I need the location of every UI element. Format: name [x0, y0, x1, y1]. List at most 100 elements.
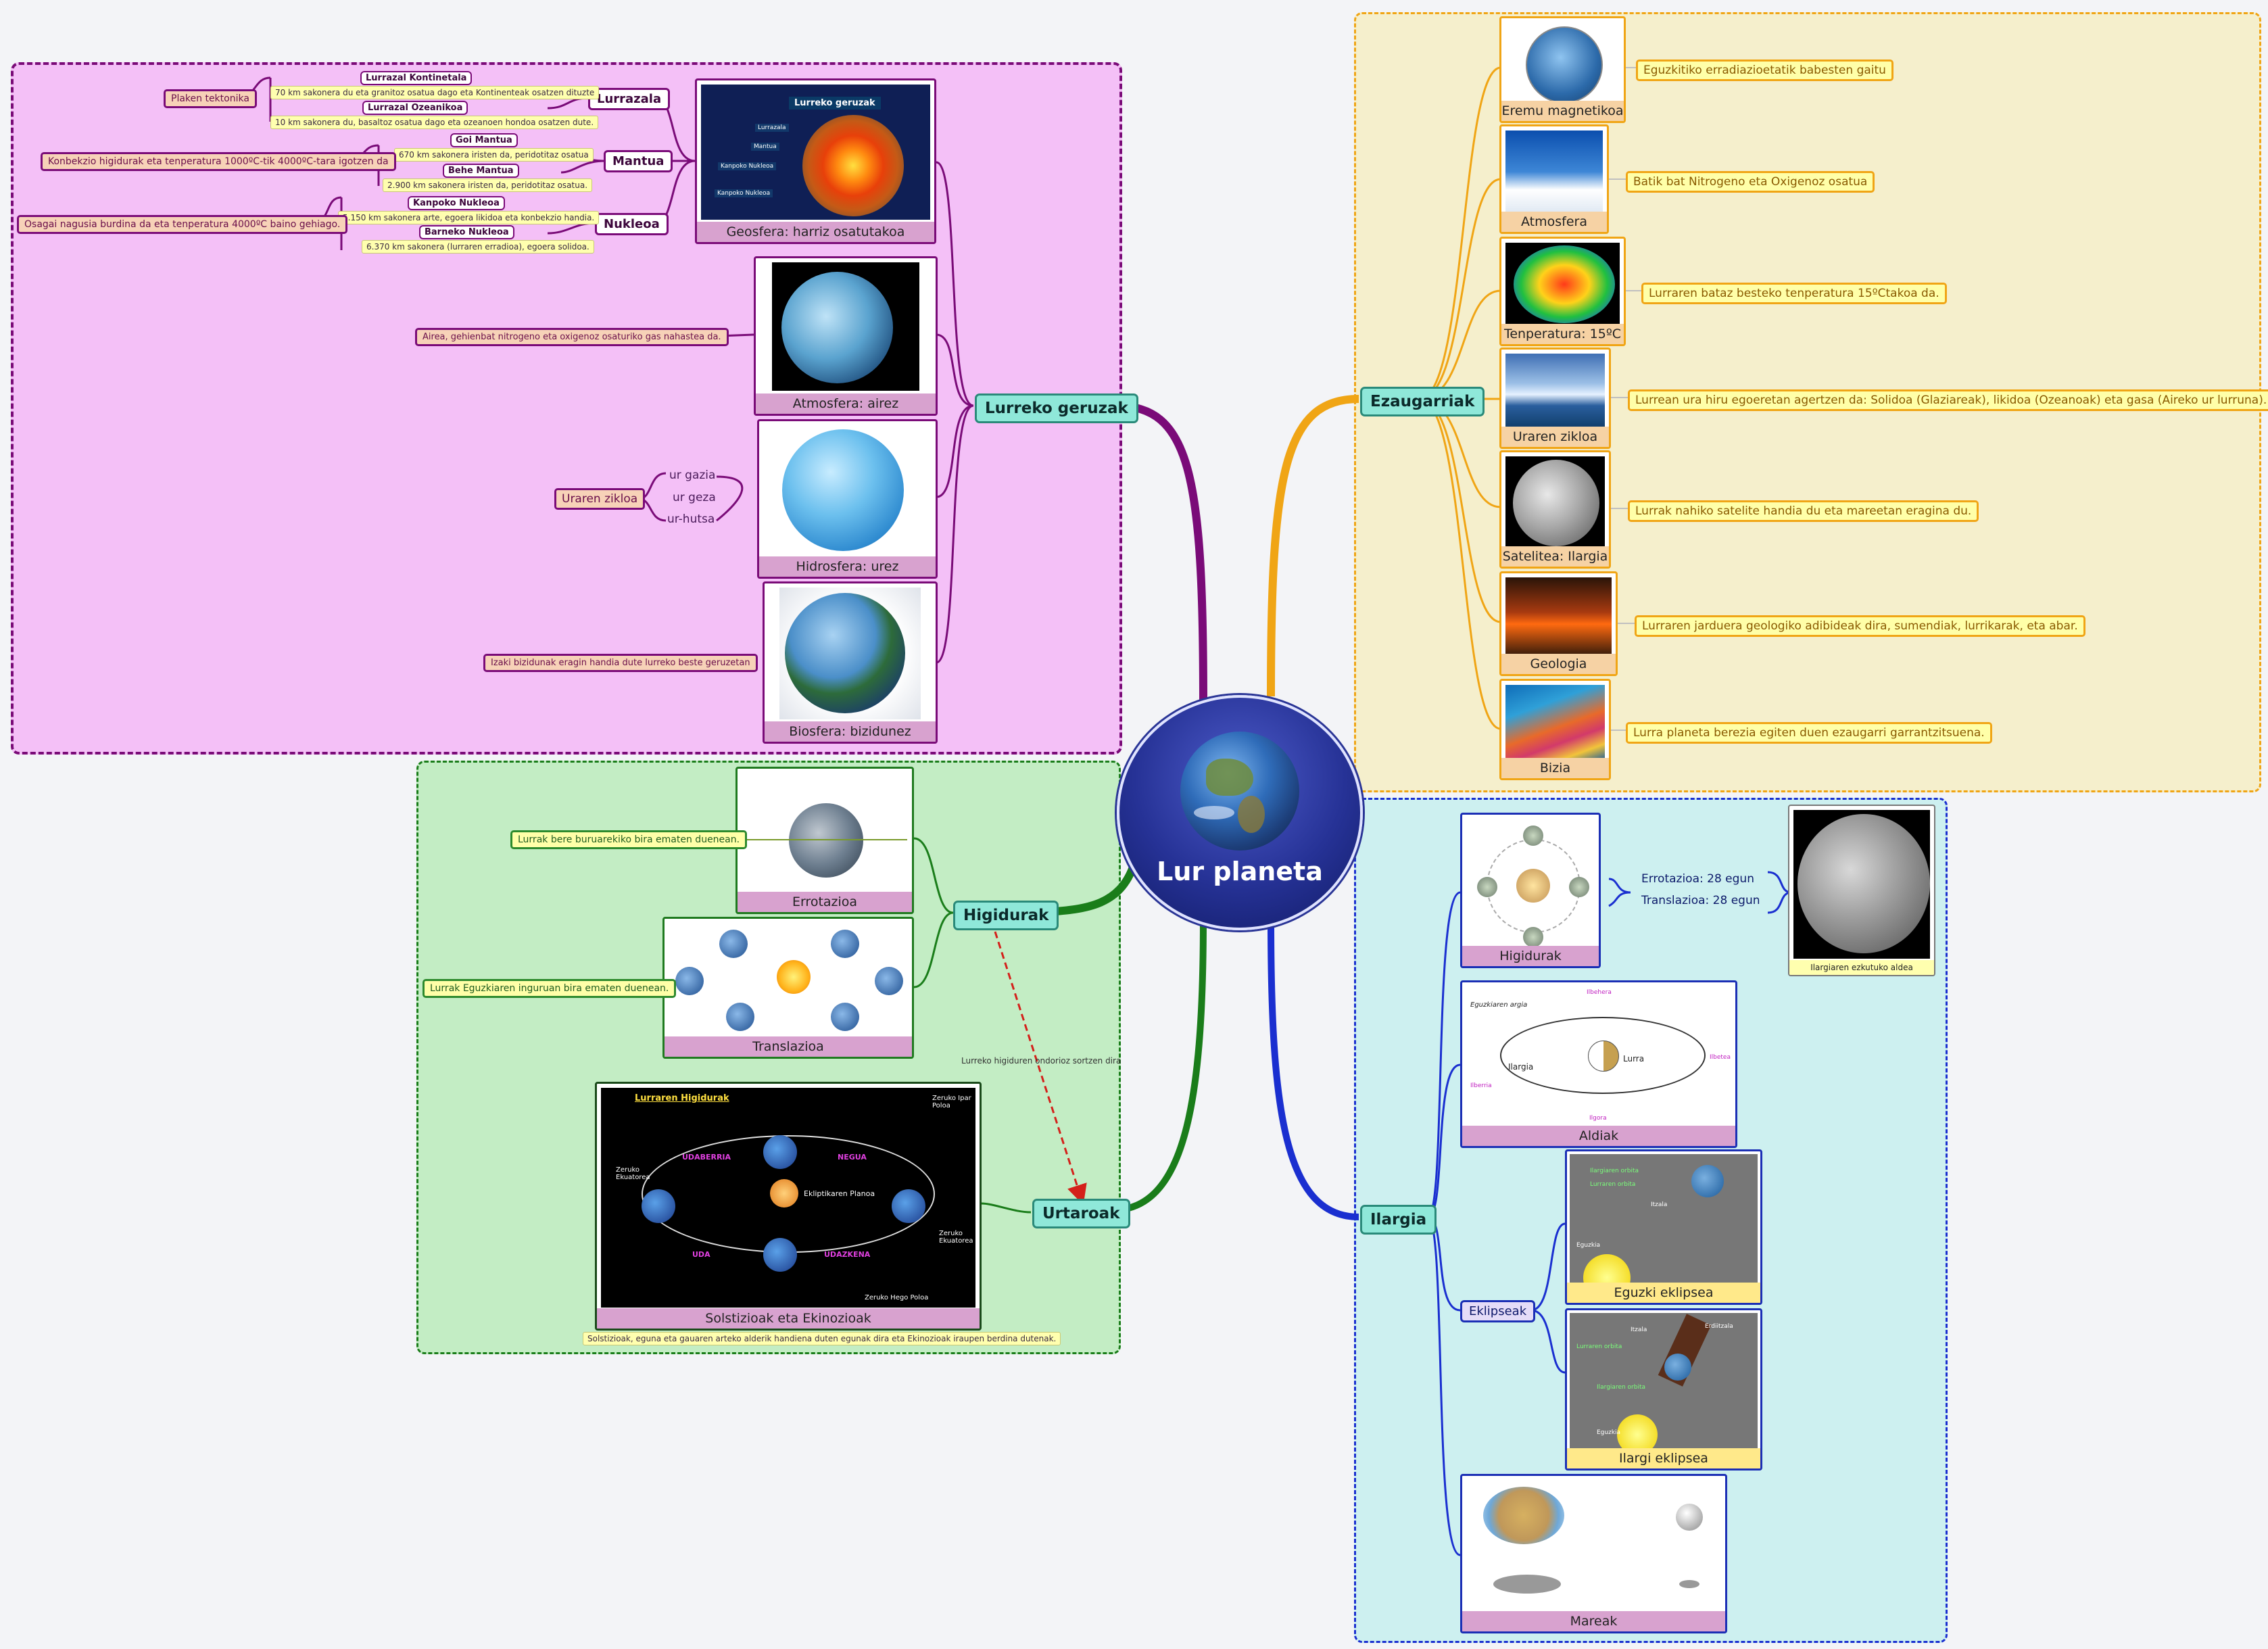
bizia-note[interactable]: Lurra planeta berezia egiten duen ezauga…: [1626, 722, 1992, 744]
barneko-nukleoa[interactable]: Barneko Nukleoa: [419, 225, 514, 239]
nukleoa-note[interactable]: Osagai nagusia burdina da eta tenperatur…: [17, 215, 348, 234]
magnetic-field-icon: [1505, 22, 1620, 103]
goi-mantua-desc: 670 km sakonera iristen da, peridotitaz …: [394, 148, 594, 162]
mantua-note[interactable]: Konbekzio higidurak eta tenperatura 1000…: [41, 152, 396, 171]
atmosfera-ezaugarria-card[interactable]: Atmosfera: [1499, 124, 1609, 234]
aldiak-label-1: Eguzkiaren argia: [1470, 1001, 1528, 1009]
hydrosphere-image: [775, 425, 919, 554]
solstice-equinox-image: Lurraren Higidurak Ekliptikaren Planoa U…: [601, 1088, 975, 1308]
uraren-zikloa-note[interactable]: Uraren zikloa: [554, 488, 646, 510]
tenperatura-caption: Tenperatura: 15ºC: [1501, 324, 1624, 344]
ilargia-higidurak-card[interactable]: Higidurak: [1460, 813, 1601, 968]
geologia-note[interactable]: Lurraren jarduera geologiko adibideak di…: [1635, 615, 2085, 637]
tenperatura-note[interactable]: Lurraren bataz besteko tenperatura 15ºCt…: [1641, 283, 1947, 304]
layer-label-1: Lurrazala: [755, 124, 789, 132]
mantua-node[interactable]: Mantua: [604, 150, 673, 172]
ur-gazia: ur gazia: [669, 469, 716, 482]
season-label-1: UDABERRIA: [682, 1153, 731, 1162]
geosfera-card[interactable]: Lurreko geruzak Lurrazala Mantua Kanpoko…: [695, 78, 936, 244]
atmosfera-ezaugarria-caption: Atmosfera: [1501, 212, 1607, 232]
aldiak-label-2: Ilargia: [1508, 1062, 1534, 1072]
lurrazala-node[interactable]: Lurrazala: [588, 88, 671, 110]
lurrazal-ozeanikoa[interactable]: Lurrazal Ozeanikoa: [362, 101, 468, 115]
bizia-card[interactable]: Bizia: [1499, 679, 1611, 780]
uraren-zikloa-ezaugarria-note[interactable]: Lurrean ura hiru egoeretan agertzen da: …: [1628, 389, 2268, 411]
behe-mantua[interactable]: Behe Mantua: [443, 164, 519, 178]
sky-clouds-icon: [1505, 130, 1603, 213]
ilargia-higidurak-caption: Higidurak: [1462, 946, 1599, 966]
central-topic[interactable]: Lur planeta: [1117, 695, 1363, 930]
eremu-magnetikoa-caption: Eremu magnetikoa: [1501, 101, 1624, 121]
errotazioa-card[interactable]: Errotazioa: [735, 767, 914, 914]
bizia-caption: Bizia: [1501, 758, 1609, 778]
ilargia-errotazioa: Errotazioa: 28 egun: [1641, 872, 1754, 886]
hidrosfera-card[interactable]: Hidrosfera: urez osatutakoa: [757, 419, 938, 579]
aldiak-card[interactable]: Eguzkiaren argia Ilargia Lurra Ilbehera …: [1460, 980, 1737, 1148]
nukleoa-node[interactable]: Nukleoa: [595, 213, 669, 235]
eklipseak-node[interactable]: Eklipseak: [1460, 1300, 1536, 1322]
biosfera-card[interactable]: Biosfera: bizidunez osatua.: [763, 581, 938, 744]
geologia-card[interactable]: Geologia jarduera: [1499, 571, 1618, 676]
eremu-magnetikoa-note[interactable]: Eguzkitiko erradiazioetatik babesten gai…: [1636, 59, 1893, 81]
iceberg-icon: [1505, 354, 1605, 428]
eremu-magnetikoa-card[interactable]: Eremu magnetikoa: [1499, 16, 1626, 123]
urtaroak-card[interactable]: Lurraren Higidurak Ekliptikaren Planoa U…: [595, 1082, 982, 1331]
ilargi-label-1: Itzala: [1631, 1327, 1647, 1333]
errotazioa-caption: Errotazioa: [738, 892, 912, 912]
biosfera-caption: Biosfera: bizidunez osatua.: [765, 721, 936, 742]
lurrazal-kontinentala[interactable]: Lurrazal Kontinetala: [360, 71, 473, 85]
mareak-card[interactable]: Mareak: [1460, 1474, 1727, 1633]
behe-mantua-desc: 2.900 km sakonera iristen da, peridotita…: [383, 178, 593, 192]
earth-layers-image: Lurreko geruzak Lurrazala Mantua Kanpoko…: [701, 85, 930, 220]
urtaroak-caption: Solstizioak eta Ekinozioak: [597, 1308, 980, 1329]
eguzki-eklipsea-card[interactable]: Ilargiaren orbita Lurraren orbita Itzala…: [1565, 1149, 1762, 1305]
atmosfera-note[interactable]: Airea, gehienbat nitrogeno eta oxigenoz …: [415, 328, 729, 346]
ilargia-ezkutuko-card[interactable]: Ilargiaren ezkutuko aldea: [1788, 805, 1935, 976]
eguzki-label-4: Eguzkia: [1576, 1242, 1601, 1249]
branch-ilargia[interactable]: Ilargia: [1360, 1205, 1437, 1235]
eguzki-label-3: Itzala: [1651, 1201, 1668, 1208]
atmosfera-ezaugarria-note[interactable]: Batik bat Nitrogeno eta Oxigenoz osatua: [1626, 171, 1875, 193]
earth-globe-image: [1180, 732, 1299, 851]
temperature-map-icon: [1505, 243, 1620, 325]
aldiak-label-4: Ilbehera: [1587, 989, 1612, 996]
earth-translation-image: [669, 923, 908, 1036]
uraren-zikloa-card[interactable]: Uraren zikloa: [1499, 348, 1611, 449]
errotazioa-note[interactable]: Lurrak bere buruarekiko bira ematen duen…: [510, 830, 748, 849]
biosfera-note[interactable]: Izaki bizidunak eragin handia dute lurre…: [483, 654, 758, 672]
aldiak-label-5: Ilbetea: [1710, 1054, 1731, 1061]
atmosfera-card[interactable]: Atmosfera: airez osatutakoa: [754, 256, 938, 416]
kanpoko-nukleoa-desc: 5.150 km sakonera arte, egoera likidoa e…: [338, 211, 600, 224]
branch-lurreko-geruzak[interactable]: Lurreko geruzak: [975, 393, 1138, 423]
urtaroak-note: Solstizioak, eguna eta gauaren arteko al…: [583, 1332, 1061, 1345]
layer-label-2: Mantua: [751, 143, 779, 151]
ilargi-eklipsea-card[interactable]: Itzala Lurraren orbita Ilargiaren orbita…: [1565, 1308, 1762, 1471]
satelitea-card[interactable]: Satelitea: Ilargia: [1499, 450, 1611, 569]
ilargi-label-2: Lurraren orbita: [1576, 1343, 1622, 1350]
layer-label-4: Kanpoko Nukleoa: [715, 189, 773, 197]
atmosfera-caption: Atmosfera: airez osatutakoa: [756, 393, 936, 414]
kanpoko-nukleoa[interactable]: Kanpoko Nukleoa: [408, 196, 505, 210]
translazioa-card[interactable]: Translazioa: [662, 917, 914, 1059]
goi-mantua[interactable]: Goi Mantua: [450, 133, 518, 147]
moon-orbit-image: [1466, 819, 1595, 947]
satelitea-note[interactable]: Lurrak nahiko satelite handia du eta mar…: [1628, 500, 1979, 522]
season-label-3: UDA: [692, 1250, 710, 1259]
barneko-nukleoa-desc: 6.370 km sakonera (lurraren erradioa), e…: [362, 240, 594, 254]
plaken-tektonika-note[interactable]: Plaken tektonika: [164, 89, 257, 108]
branch-ezaugarriak[interactable]: Ezaugarriak: [1360, 387, 1485, 416]
geologia-caption: Geologia jarduera: [1501, 654, 1616, 674]
ur-geza: ur geza: [673, 491, 716, 504]
ur-hutsa: ur-hutsa: [667, 512, 715, 526]
south-pole-label: Zeruko Hego Poloa: [865, 1294, 929, 1301]
biosphere-image: [779, 588, 921, 719]
earth-layers-title: Lurreko geruzak: [789, 97, 881, 110]
branch-higidurak[interactable]: Higidurak: [953, 901, 1059, 930]
tenperatura-card[interactable]: Tenperatura: 15ºC: [1499, 237, 1626, 346]
relation-label: Lurreko higiduren ondorioz sortzen dira: [961, 1056, 1121, 1066]
earth-rotation-image: [742, 773, 908, 891]
layer-label-3: Kanpoko Nukleoa: [718, 162, 777, 170]
branch-urtaroak[interactable]: Urtaroak: [1032, 1199, 1130, 1228]
moon-icon: [1505, 456, 1605, 548]
translazioa-note[interactable]: Lurrak Eguzkiaren inguruan bira ematen d…: [423, 979, 677, 998]
